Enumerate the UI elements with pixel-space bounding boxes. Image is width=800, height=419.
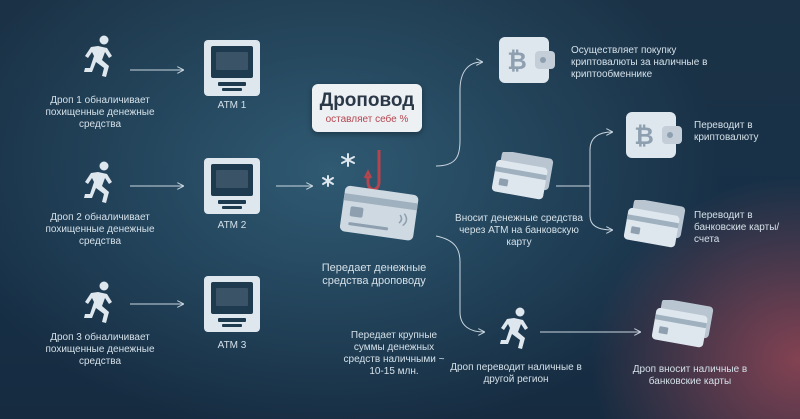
bitcoin-wallet-icon: ₿ <box>497 33 557 87</box>
atm-icon <box>204 40 260 96</box>
to-crypto-label: Переводит в криптовалюту <box>694 120 759 143</box>
crypto-buy-label: Осуществляет покупку криптовалюты за нал… <box>571 45 708 80</box>
dropovod-title: Дроповод <box>319 90 415 111</box>
region-label: Дроп переводит наличные в другой регион <box>450 362 582 385</box>
running-person-icon <box>498 306 532 350</box>
svg-text:₿: ₿ <box>507 47 527 75</box>
atm-1-label: ATM 1 <box>217 100 247 111</box>
atm-deposit-label: Вносит денежные средства через ATM на ба… <box>455 213 583 248</box>
atm-3-label: ATM 3 <box>217 340 247 351</box>
dropovod-subtitle: оставляет себе % <box>325 114 409 125</box>
hooked-card-icon <box>316 146 440 251</box>
deposit-cards-label: Дроп вносит наличные в банковские карты <box>632 364 748 387</box>
drop-2-label: Дроп 2 обналичивает похищенные денежные … <box>45 212 155 247</box>
svg-text:₿: ₿ <box>634 122 654 150</box>
bank-cards-icon <box>622 200 686 252</box>
running-person-icon <box>82 160 116 204</box>
to-cards-label: Переводит в банковские карты/счета <box>694 210 780 245</box>
running-person-icon <box>82 34 116 78</box>
drop-1-label: Дроп 1 обналичивает похищенные денежные … <box>45 95 155 130</box>
dropovod-caption: Передает денежные средства дроповоду <box>321 262 427 287</box>
drop-3-label: Дроп 3 обналичивает похищенные денежные … <box>45 332 155 367</box>
bank-cards-icon <box>490 152 554 204</box>
large-sums-label: Передает крупные суммы денежных средств … <box>343 330 445 377</box>
bank-cards-icon <box>650 300 714 352</box>
dropovod-badge: Дроповод оставляет себе % <box>312 84 422 132</box>
bitcoin-wallet-icon: ₿ <box>624 108 684 162</box>
atm-2-label: ATM 2 <box>217 220 247 231</box>
running-person-icon <box>82 280 116 324</box>
atm-icon <box>204 158 260 214</box>
atm-icon <box>204 276 260 332</box>
